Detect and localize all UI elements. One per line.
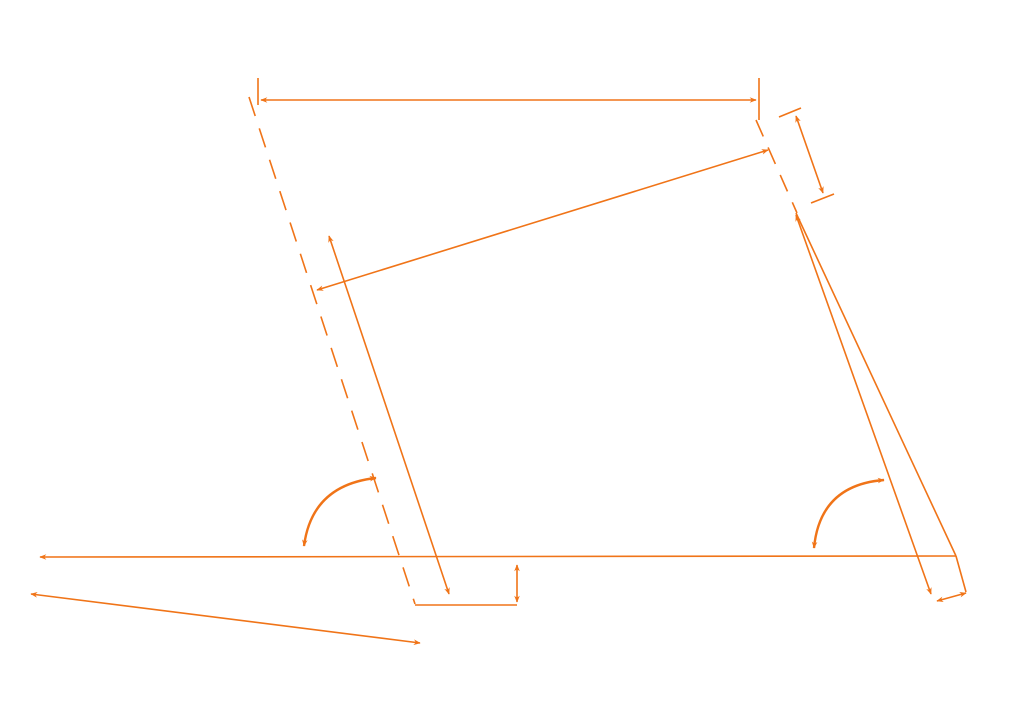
right-bottom-small-arrow <box>936 591 967 603</box>
lower-left-oblique-arrow <box>30 592 421 645</box>
left-leg-dimension-arrow <box>328 235 450 595</box>
right-dashed-leg <box>755 119 798 214</box>
diagonal-dimension-arrow <box>316 149 769 291</box>
right-tick-bottom <box>810 193 835 204</box>
right-small-dimension-arrow <box>795 115 824 194</box>
left-angle-arc <box>302 475 377 547</box>
right-angle-arc <box>811 477 885 549</box>
right-leg-dimension-arrow <box>795 214 932 595</box>
baseline-arrow <box>39 554 957 560</box>
left-dashed-leg <box>248 96 416 605</box>
right-tick-top <box>778 107 802 118</box>
right-bottom-extension <box>955 555 967 593</box>
right-leg-line <box>795 212 957 557</box>
diagram-strokes <box>30 78 967 645</box>
